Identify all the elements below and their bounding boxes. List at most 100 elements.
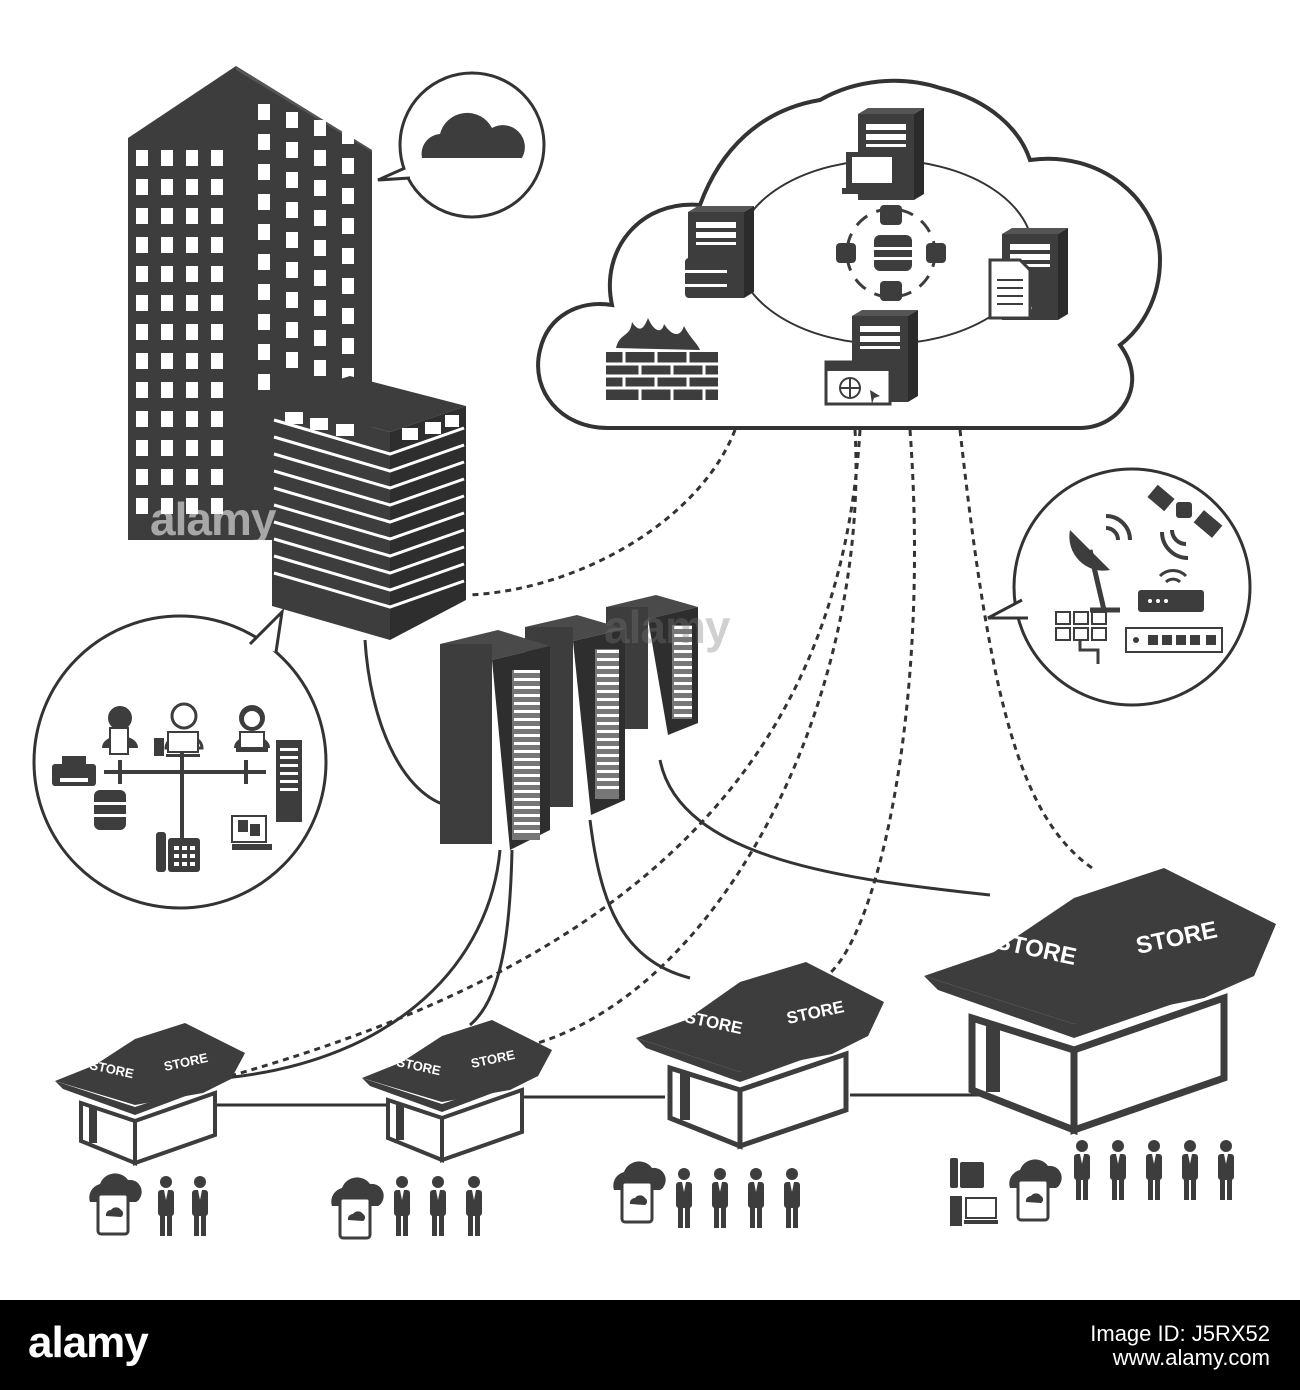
- rack-slot: [514, 718, 540, 721]
- store-icon: STORE STORE: [55, 1023, 245, 1166]
- rack-slot: [674, 698, 692, 701]
- staff-group: [950, 1140, 1234, 1226]
- router-icon: [1138, 569, 1204, 612]
- window: [136, 498, 148, 514]
- window: [211, 440, 223, 456]
- window: [286, 112, 298, 128]
- rack-slot: [674, 626, 692, 629]
- watermark: alamy: [150, 493, 276, 545]
- database-sync-icon: [836, 205, 946, 301]
- telephone-icon: [950, 1158, 984, 1188]
- rack-slot: [597, 770, 619, 773]
- window: [161, 382, 173, 398]
- window: [342, 308, 354, 324]
- satellite-icon: [1147, 484, 1223, 560]
- window: [314, 210, 326, 226]
- staff-group: [611, 1159, 800, 1228]
- rack-slot: [514, 790, 540, 793]
- window: [161, 295, 173, 311]
- window: [136, 295, 148, 311]
- telephone-icon: [156, 832, 200, 872]
- window: [342, 188, 354, 204]
- telecom-speech-bubble: [987, 467, 1252, 707]
- workstation-icon: [231, 815, 272, 850]
- satellite-dish-icon: [1069, 514, 1132, 613]
- rack-slot: [597, 666, 619, 669]
- rack-slot: [514, 766, 540, 769]
- window: [258, 374, 270, 390]
- window: [211, 266, 223, 282]
- rack-slot: [674, 714, 692, 717]
- user-icon: [466, 1176, 482, 1236]
- floor-stripe: [273, 537, 465, 575]
- database-icon: [685, 258, 727, 298]
- user-icon: [676, 1168, 692, 1228]
- rack-slot: [674, 634, 692, 637]
- floor-stripe: [273, 571, 465, 609]
- window: [342, 158, 354, 174]
- window: [286, 352, 298, 368]
- window: [136, 150, 148, 166]
- user-icon: [748, 1168, 764, 1228]
- user-icon: [1074, 1140, 1090, 1200]
- window: [211, 382, 223, 398]
- rack-slot: [514, 742, 540, 745]
- window: [314, 330, 326, 346]
- window: [161, 411, 173, 427]
- rack-slot: [514, 678, 540, 681]
- window: [258, 134, 270, 150]
- tablet-icon: [109, 727, 129, 755]
- rack-slot: [597, 738, 619, 741]
- rack-slot: [597, 690, 619, 693]
- window: [136, 353, 148, 369]
- floor-stripe: [273, 520, 465, 558]
- site-url: www.alamy.com: [1112, 1345, 1270, 1370]
- window: [211, 498, 223, 514]
- rack-slot: [597, 786, 619, 789]
- patch-panel-icon: [1055, 611, 1107, 664]
- tablet-cloud-icon: [611, 1159, 668, 1224]
- staff-group: [329, 1175, 482, 1240]
- cloud-infrastructure: [536, 78, 1163, 430]
- user-icon: [1146, 1140, 1162, 1200]
- firewall-icon: [606, 318, 718, 400]
- rack-slot: [674, 642, 692, 645]
- window: [258, 344, 270, 360]
- floor-stripe: [273, 554, 465, 592]
- window: [186, 150, 198, 166]
- rack-slot: [514, 750, 540, 753]
- rack-slot: [674, 690, 692, 693]
- window: [211, 411, 223, 427]
- floor-stripe: [273, 469, 465, 507]
- window: [136, 411, 148, 427]
- rack-slot: [514, 670, 540, 673]
- rack-slot: [597, 706, 619, 709]
- window: [136, 266, 148, 282]
- window: [286, 292, 298, 308]
- window: [314, 180, 326, 196]
- window: [258, 284, 270, 300]
- rack-slot: [514, 758, 540, 761]
- rack-slot: [514, 702, 540, 705]
- rack-slot: [514, 710, 540, 713]
- rack-slot: [674, 658, 692, 661]
- window: [161, 498, 173, 514]
- document-icon: [988, 258, 1032, 320]
- window: [211, 295, 223, 311]
- window: [286, 232, 298, 248]
- window: [211, 179, 223, 195]
- window: [136, 440, 148, 456]
- window: [314, 240, 326, 256]
- user-icon: [158, 1176, 174, 1236]
- user-icon: [192, 1176, 208, 1236]
- rack-slot: [514, 726, 540, 729]
- staff-group: [87, 1171, 208, 1236]
- window: [186, 179, 198, 195]
- window: [161, 440, 173, 456]
- rack-slot: [597, 658, 619, 661]
- window: [342, 128, 354, 144]
- rack-slot: [514, 798, 540, 801]
- window: [314, 270, 326, 286]
- window: [186, 353, 198, 369]
- floor-stripe: [273, 418, 465, 456]
